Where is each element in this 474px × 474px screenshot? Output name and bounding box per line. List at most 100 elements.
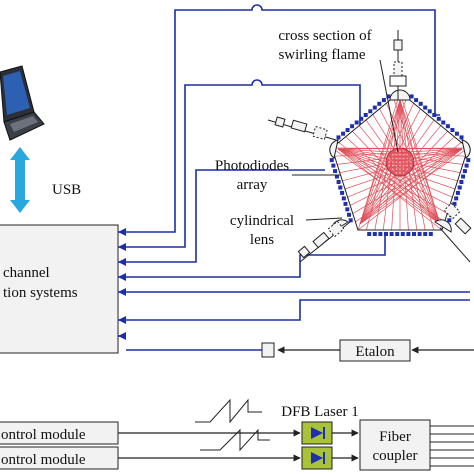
flame-dot: [388, 164, 391, 167]
laser-beam-ray: [337, 148, 450, 206]
flame-dot: [392, 161, 394, 163]
photodiode-element: [389, 232, 394, 236]
photodiode-element: [459, 180, 464, 184]
flame-dot: [395, 168, 398, 170]
photodiode-element: [354, 120, 359, 125]
photodiode-element: [348, 218, 353, 223]
photodiode-element: [363, 113, 368, 117]
cross-section-label-line2: swirling flame: [278, 47, 365, 63]
photodiode-element: [386, 94, 391, 99]
flame-dot: [402, 161, 405, 163]
flame-dot: [395, 161, 398, 163]
photodiode-element: [350, 124, 355, 129]
photodiode-element: [418, 101, 423, 106]
photodiode-element: [427, 109, 432, 114]
laser-beam-ray: [337, 148, 445, 223]
cylindrical-lens-leader: [305, 217, 343, 221]
flame-dot: [399, 150, 401, 152]
photodiode-element: [395, 232, 400, 236]
flame-dot: [402, 172, 405, 174]
photodiode-element: [447, 218, 452, 223]
flame-dot: [395, 164, 398, 167]
flame-dot: [410, 161, 412, 163]
photodiode-element: [454, 131, 459, 136]
control-module-1-label: ontrol module: [1, 427, 86, 443]
photodiode-element: [450, 128, 455, 132]
photodiode-element: [454, 196, 459, 201]
control-module-2-label: ontrol module: [1, 452, 86, 468]
flame-dot: [399, 154, 401, 156]
dfb-laser-label: DFB Laser 1: [281, 404, 359, 420]
laser-beam-ray: [359, 147, 469, 225]
wire-arrowheads: [118, 228, 126, 340]
flame-dot: [392, 157, 394, 160]
photodiode-element: [455, 190, 460, 195]
photodiode-element: [372, 105, 377, 110]
fiber-coupler-label-line2: coupler: [373, 448, 418, 464]
photodiode-element: [368, 109, 373, 114]
laser-beam-ray: [359, 136, 455, 225]
flame-dot: [395, 154, 398, 156]
fiber-coupler-label-line1: Fiber: [379, 429, 411, 445]
sawtooth-waveform-2: [200, 428, 270, 452]
flame-dot: [399, 172, 401, 174]
laser-beam-ray: [392, 97, 441, 225]
photodiode-element: [359, 116, 364, 121]
photodiode-element: [445, 124, 450, 129]
flame-dot: [410, 164, 412, 167]
photodiode-element: [336, 180, 341, 184]
laser-beam-ray: [359, 130, 448, 225]
photodiode-element: [367, 232, 372, 236]
photodiode-element: [466, 158, 471, 163]
photodiode-element: [329, 158, 334, 163]
flame-dot: [395, 150, 398, 152]
photodiode-element: [377, 101, 382, 106]
photodiode-element: [347, 212, 351, 217]
photodiodes-label-line2: array: [237, 177, 268, 193]
etalon-detector: [261, 342, 275, 358]
collimator-train-left: [267, 116, 337, 141]
sawtooth-waveform-1: [195, 398, 262, 424]
flame-dot: [402, 157, 405, 160]
fiber-coupler-box: [359, 419, 431, 471]
flame-dot: [392, 168, 394, 170]
etalon-box: [339, 339, 411, 362]
usb-arrow: [10, 147, 30, 213]
photodiode-element: [412, 232, 416, 236]
flame-dot: [406, 161, 409, 163]
fiber-outputs: [430, 425, 474, 467]
flame-dot: [406, 168, 409, 170]
laser-beam-ray: [359, 142, 462, 225]
daq-label-line1: channel: [3, 265, 50, 281]
flame-dot: [392, 164, 394, 167]
flame-dot: [399, 164, 401, 167]
collimator-train-right: [439, 202, 472, 263]
flame-dot: [388, 157, 391, 160]
etalon-label: Etalon: [355, 344, 395, 360]
signal-wires: [118, 4, 470, 321]
photodiodes-label-line1: Photodiodes: [215, 158, 289, 174]
usb-label: USB: [52, 182, 81, 198]
photodiode-element: [464, 163, 469, 168]
flame-dot: [406, 157, 409, 160]
photodiode-element: [423, 232, 428, 236]
laser-beam-ray: [337, 148, 443, 231]
laptop-icon: [0, 65, 45, 141]
flame-dot: [402, 150, 405, 152]
photodiode-element: [372, 232, 377, 236]
laser-beam-ray: [337, 148, 448, 214]
photodiode-element: [343, 201, 348, 206]
flame-dot: [402, 164, 405, 167]
photodiode-element: [428, 232, 433, 236]
flame-dots: [388, 150, 412, 174]
photodiode-element: [409, 94, 414, 99]
cylindrical-lens-label-line1: cylindrical: [230, 213, 294, 229]
photodiode-element: [381, 98, 386, 103]
photodiode-element: [384, 232, 388, 236]
laser-beam-ray: [399, 91, 441, 225]
photodiode-element: [341, 196, 346, 201]
flame-dot: [392, 154, 394, 156]
photodiode-element: [423, 105, 428, 110]
photodiode-element: [336, 135, 341, 140]
flame-dot: [399, 168, 401, 170]
